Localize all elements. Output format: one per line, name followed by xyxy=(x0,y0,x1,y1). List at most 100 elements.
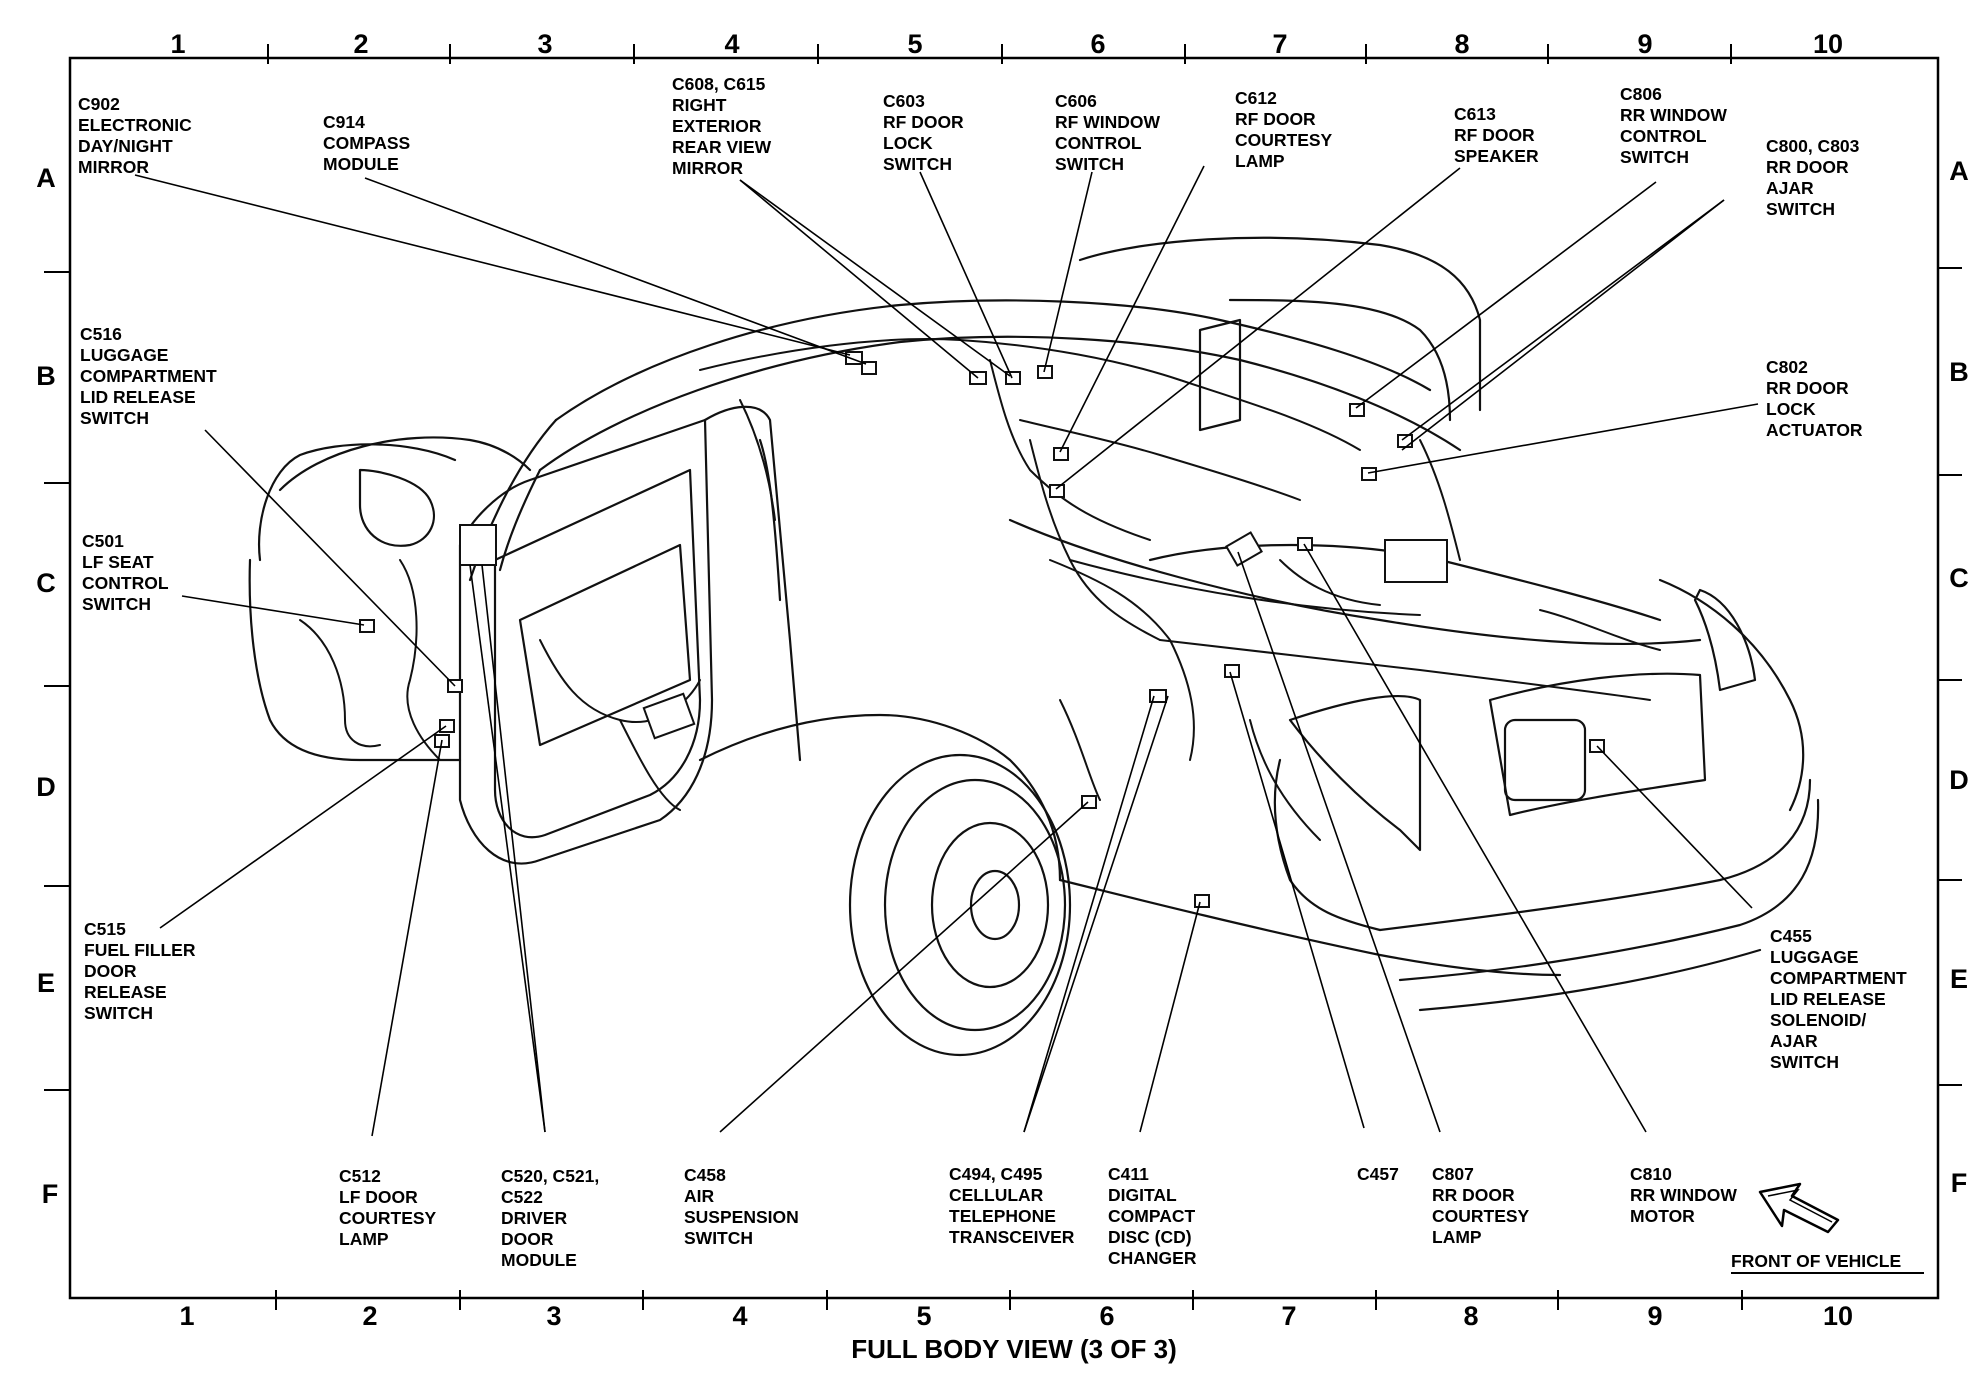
svg-text:C613: C613 xyxy=(1454,104,1496,124)
svg-text:CONTROL: CONTROL xyxy=(1620,126,1707,146)
svg-text:ELECTRONIC: ELECTRONIC xyxy=(78,115,192,135)
svg-text:C612: C612 xyxy=(1235,88,1277,108)
svg-text:MODULE: MODULE xyxy=(323,154,399,174)
row-right-B: B xyxy=(1949,357,1969,387)
callout-c516: C516 LUGGAGE COMPARTMENT LID RELEASE SWI… xyxy=(80,324,217,428)
row-left-D: D xyxy=(36,772,56,802)
grid-rows-right: A B C D E F xyxy=(1949,156,1969,1198)
col-bottom-8: 8 xyxy=(1463,1301,1478,1331)
svg-text:RF DOOR: RF DOOR xyxy=(1235,109,1316,129)
col-top-4: 4 xyxy=(724,29,739,59)
col-bottom-3: 3 xyxy=(546,1301,561,1331)
connector-c612 xyxy=(1053,447,1069,461)
front-of-vehicle-label: FRONT OF VEHICLE xyxy=(1731,1251,1901,1271)
col-top-3: 3 xyxy=(537,29,552,59)
grid-ticks-sides xyxy=(44,267,1962,1091)
callout-c494: C494, C495 CELLULAR TELEPHONE TRANSCEIVE… xyxy=(949,1164,1075,1247)
col-top-6: 6 xyxy=(1090,29,1105,59)
diagram-caption: FULL BODY VIEW (3 OF 3) xyxy=(851,1334,1177,1364)
front-direction-arrow-icon xyxy=(1758,1182,1840,1234)
svg-text:RR WINDOW: RR WINDOW xyxy=(1620,105,1727,125)
svg-text:C807: C807 xyxy=(1432,1164,1474,1184)
module-cellular xyxy=(642,692,696,740)
svg-text:LF SEAT: LF SEAT xyxy=(82,552,154,572)
col-top-9: 9 xyxy=(1637,29,1652,59)
svg-text:LAMP: LAMP xyxy=(1432,1227,1482,1247)
leader-lines xyxy=(134,165,1759,1137)
connector-c501 xyxy=(359,619,375,633)
row-right-F: F xyxy=(1951,1168,1968,1198)
svg-text:SWITCH: SWITCH xyxy=(684,1228,753,1248)
callout-c606: C606 RF WINDOW CONTROL SWITCH xyxy=(1055,91,1160,174)
connector-c494 xyxy=(1149,689,1167,703)
col-top-5: 5 xyxy=(907,29,922,59)
svg-text:LUGGAGE: LUGGAGE xyxy=(80,345,168,365)
svg-text:C458: C458 xyxy=(684,1165,726,1185)
col-top-1: 1 xyxy=(170,29,185,59)
callout-c807: C807 RR DOOR COURTESY LAMP xyxy=(1432,1164,1530,1247)
col-top-7: 7 xyxy=(1272,29,1287,59)
svg-text:C806: C806 xyxy=(1620,84,1662,104)
svg-text:LUGGAGE: LUGGAGE xyxy=(1770,947,1858,967)
svg-text:MIRROR: MIRROR xyxy=(78,157,149,177)
svg-text:RR WINDOW: RR WINDOW xyxy=(1630,1185,1737,1205)
row-right-E: E xyxy=(1950,964,1968,994)
callout-c608: C608, C615 RIGHT EXTERIOR REAR VIEW MIRR… xyxy=(672,74,772,178)
svg-text:AJAR: AJAR xyxy=(1770,1031,1818,1051)
callout-c810: C810 RR WINDOW MOTOR xyxy=(1630,1164,1737,1226)
svg-text:SWITCH: SWITCH xyxy=(80,408,149,428)
svg-text:RR DOOR: RR DOOR xyxy=(1432,1185,1515,1205)
svg-text:COMPASS: COMPASS xyxy=(323,133,410,153)
svg-text:TRANSCEIVER: TRANSCEIVER xyxy=(949,1227,1075,1247)
svg-text:C902: C902 xyxy=(78,94,120,114)
callout-c515: C515 FUEL FILLER DOOR RELEASE SWITCH xyxy=(84,919,196,1023)
svg-text:COURTESY: COURTESY xyxy=(339,1208,437,1228)
svg-text:C457: C457 xyxy=(1357,1164,1399,1184)
connector-c810 xyxy=(1297,537,1313,551)
callout-c512: C512 LF DOOR COURTESY LAMP xyxy=(339,1166,437,1249)
svg-text:COURTESY: COURTESY xyxy=(1235,130,1333,150)
svg-text:LF DOOR: LF DOOR xyxy=(339,1187,418,1207)
callout-c806: C806 RR WINDOW CONTROL SWITCH xyxy=(1620,84,1727,167)
row-left-E: E xyxy=(37,968,55,998)
svg-text:COMPACT: COMPACT xyxy=(1108,1206,1195,1226)
svg-text:DAY/NIGHT: DAY/NIGHT xyxy=(78,136,173,156)
row-left-B: B xyxy=(36,361,56,391)
svg-text:CHANGER: CHANGER xyxy=(1108,1248,1197,1268)
svg-text:LOCK: LOCK xyxy=(883,133,933,153)
svg-text:C520, C521,: C520, C521, xyxy=(501,1166,599,1186)
col-bottom-7: 7 xyxy=(1281,1301,1296,1331)
svg-text:SWITCH: SWITCH xyxy=(1766,199,1835,219)
svg-text:RF WINDOW: RF WINDOW xyxy=(1055,112,1160,132)
callout-c612: C612 RF DOOR COURTESY LAMP xyxy=(1235,88,1333,171)
svg-text:DOOR: DOOR xyxy=(84,961,137,981)
svg-text:EXTERIOR: EXTERIOR xyxy=(672,116,762,136)
svg-text:DISC (CD): DISC (CD) xyxy=(1108,1227,1192,1247)
svg-text:AJAR: AJAR xyxy=(1766,178,1814,198)
grid-ticks-bottom xyxy=(275,1290,1743,1310)
connector-c613 xyxy=(1049,484,1065,498)
svg-text:COMPARTMENT: COMPARTMENT xyxy=(80,366,217,386)
callout-c458: C458 AIR SUSPENSION SWITCH xyxy=(684,1165,799,1248)
connector-c914 xyxy=(861,361,877,375)
vehicle-illustration xyxy=(248,236,1820,1057)
svg-text:CONTROL: CONTROL xyxy=(1055,133,1142,153)
svg-text:TELEPHONE: TELEPHONE xyxy=(949,1206,1056,1226)
svg-text:LID RELEASE: LID RELEASE xyxy=(80,387,196,407)
col-top-2: 2 xyxy=(353,29,368,59)
callout-c914: C914 COMPASS MODULE xyxy=(323,112,410,174)
svg-text:C512: C512 xyxy=(339,1166,381,1186)
svg-text:RIGHT: RIGHT xyxy=(672,95,727,115)
svg-text:LAMP: LAMP xyxy=(1235,151,1285,171)
svg-text:COURTESY: COURTESY xyxy=(1432,1206,1530,1226)
svg-text:RR DOOR: RR DOOR xyxy=(1766,378,1849,398)
svg-text:FUEL FILLER: FUEL FILLER xyxy=(84,940,196,960)
connector-c411 xyxy=(1194,894,1210,908)
svg-text:SWITCH: SWITCH xyxy=(1620,147,1689,167)
col-bottom-5: 5 xyxy=(916,1301,931,1331)
svg-text:CELLULAR: CELLULAR xyxy=(949,1185,1044,1205)
svg-text:C800, C803: C800, C803 xyxy=(1766,136,1860,156)
svg-text:SWITCH: SWITCH xyxy=(1770,1052,1839,1072)
svg-text:SWITCH: SWITCH xyxy=(84,1003,153,1023)
connector-c807 xyxy=(1225,531,1263,567)
